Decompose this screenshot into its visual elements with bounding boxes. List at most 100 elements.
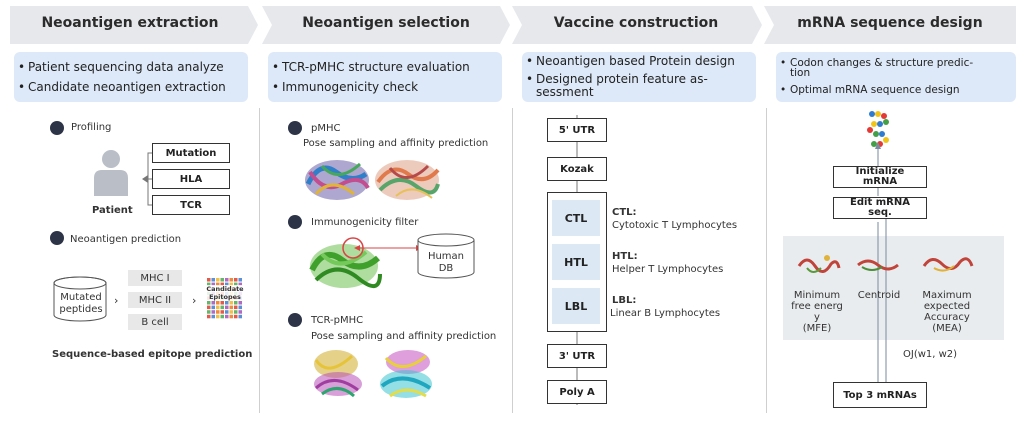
epitope-cell [229, 314, 233, 319]
epitope-cell [229, 305, 233, 310]
tcr-pmhc-dot [288, 313, 302, 327]
epitope-cell [225, 310, 229, 314]
chevron-4 [764, 6, 1016, 44]
pmhc-protein-structure-1 [305, 160, 370, 200]
mrna-flow-lines [875, 142, 887, 398]
stage-chevrons [10, 6, 1016, 44]
arrow-right-icon: › [192, 294, 197, 307]
stage-4-header: mRNA sequence design [770, 3, 1010, 43]
tcr-pmhc-subtitle: Pose sampling and affinity prediction [311, 331, 497, 342]
ctl-box: CTL [552, 200, 600, 236]
mutated-peptides-label: Mutated peptides [59, 292, 103, 315]
stage-1-header: Neoantigen extraction [10, 3, 250, 43]
epitope-cell [225, 305, 229, 310]
epitope-cell [225, 301, 229, 305]
stage-2-bullet: TCR-pMHC structure evaluation [272, 60, 502, 75]
pmhc-title: pMHC [311, 123, 341, 134]
epitope-cell [238, 305, 242, 310]
profiling-label: Profiling [71, 122, 112, 133]
hla-box: HLA [152, 169, 230, 189]
stage-1-summary: Patient sequencing data analyze Candidat… [14, 52, 248, 102]
epitope-cell [229, 301, 233, 305]
structure-panel [783, 236, 1004, 340]
objective-label: OJ(w1, w2) [903, 349, 958, 360]
mea-structure [922, 257, 974, 272]
epitope-cell [211, 301, 215, 305]
epitope-cell [220, 305, 224, 310]
epitope-cell [220, 278, 224, 282]
lbl-box: LBL [552, 288, 600, 324]
ctl-heading: CTL: [612, 207, 637, 218]
epitope-cell [229, 282, 233, 287]
epitope-cell [216, 301, 220, 305]
epitope-cell [234, 314, 238, 319]
epitope-cell [211, 305, 215, 310]
mutated-peptides-cylinder [53, 276, 107, 322]
epitope-cell [216, 278, 220, 282]
separator-2 [512, 108, 513, 413]
stage-2-bullet: Immunogenicity check [272, 80, 502, 95]
top3-mrnas-box: Top 3 mRNAs [833, 382, 927, 408]
epitope-cell [220, 310, 224, 314]
epitope-cell [234, 282, 238, 287]
epitope-cell [225, 314, 229, 319]
stage-4-title: mRNA sequence design [797, 15, 983, 31]
bcell-box: B cell [128, 314, 182, 330]
separator-3 [766, 108, 767, 413]
mutation-box: Mutation [152, 143, 230, 163]
epitope-cell [220, 282, 224, 287]
epitope-cell [238, 278, 242, 282]
human-db-label: Human DB [427, 251, 465, 274]
arrow-right-icon: › [114, 294, 119, 307]
stage-2-header: Neoantigen selection [266, 3, 506, 43]
epitope-cell [229, 310, 233, 314]
candidate-epitopes-label: Candidate Epitopes [206, 285, 244, 301]
epitope-cell [229, 278, 233, 282]
human-db-cylinder [417, 233, 475, 279]
epitope-cell [211, 282, 215, 287]
epitope-cell [207, 282, 211, 287]
stage-2-title: Neoantigen selection [302, 15, 470, 31]
centroid-structure [857, 259, 899, 271]
immunogenicity-arrow [354, 245, 422, 251]
pmhc-subtitle: Pose sampling and affinity prediction [303, 138, 489, 149]
chevron-3 [512, 6, 762, 44]
epitope-cell [207, 310, 211, 314]
profiling-bullet-dot [50, 121, 64, 135]
stage-4-summary: Codon changes & structure predic- tion O… [776, 52, 1016, 102]
epitope-cell [211, 278, 215, 282]
tcr-pmhc-title: TCR-pMHC [311, 315, 364, 326]
polya-box: Poly A [547, 380, 607, 404]
separator-1 [259, 108, 260, 413]
mrna-helix-icon [867, 111, 889, 147]
neoantigen-prediction-label: Neoantigen prediction [70, 234, 182, 245]
kozak-box: Kozak [547, 157, 607, 181]
centroid-label: Centroid [857, 290, 901, 301]
patient-label: Patient [92, 205, 133, 216]
epitope-cell [238, 310, 242, 314]
edit-mrna-box: Edit mRNA seq. [833, 197, 927, 219]
immunogenicity-title: Immunogenicity filter [311, 217, 419, 228]
stage-3-bullet: Designed protein feature as- sessment [526, 73, 756, 99]
stage-2-summary: TCR-pMHC structure evaluation Immunogeni… [268, 52, 502, 102]
immunogenicity-dot [288, 215, 302, 229]
stage-4-bullet: Optimal mRNA sequence design [780, 83, 1016, 98]
htl-description: Helper T Lymphocytes [612, 264, 724, 275]
pmhc-dot [288, 121, 302, 135]
epitope-cell [207, 278, 211, 282]
epitope-cell [234, 278, 238, 282]
epitope-cell [225, 282, 229, 287]
epitope-cell [238, 301, 242, 305]
stage-3-header: Vaccine construction [516, 3, 756, 43]
epitope-cell [211, 314, 215, 319]
epitope-cell [216, 310, 220, 314]
epitope-cell [238, 282, 242, 287]
tcr-box: TCR [152, 195, 230, 215]
stage-1-bullet: Patient sequencing data analyze [18, 60, 248, 75]
stage-1-title: Neoantigen extraction [41, 15, 219, 31]
stage-3-bullet: Neoantigen based Protein design [526, 54, 756, 69]
immunogenicity-protein [309, 237, 382, 288]
pmhc-protein-structure-2 [375, 160, 440, 200]
lbl-description: Linear B Lymphocytes [610, 308, 721, 319]
sequence-based-label: Sequence-based epitope prediction [52, 349, 253, 360]
